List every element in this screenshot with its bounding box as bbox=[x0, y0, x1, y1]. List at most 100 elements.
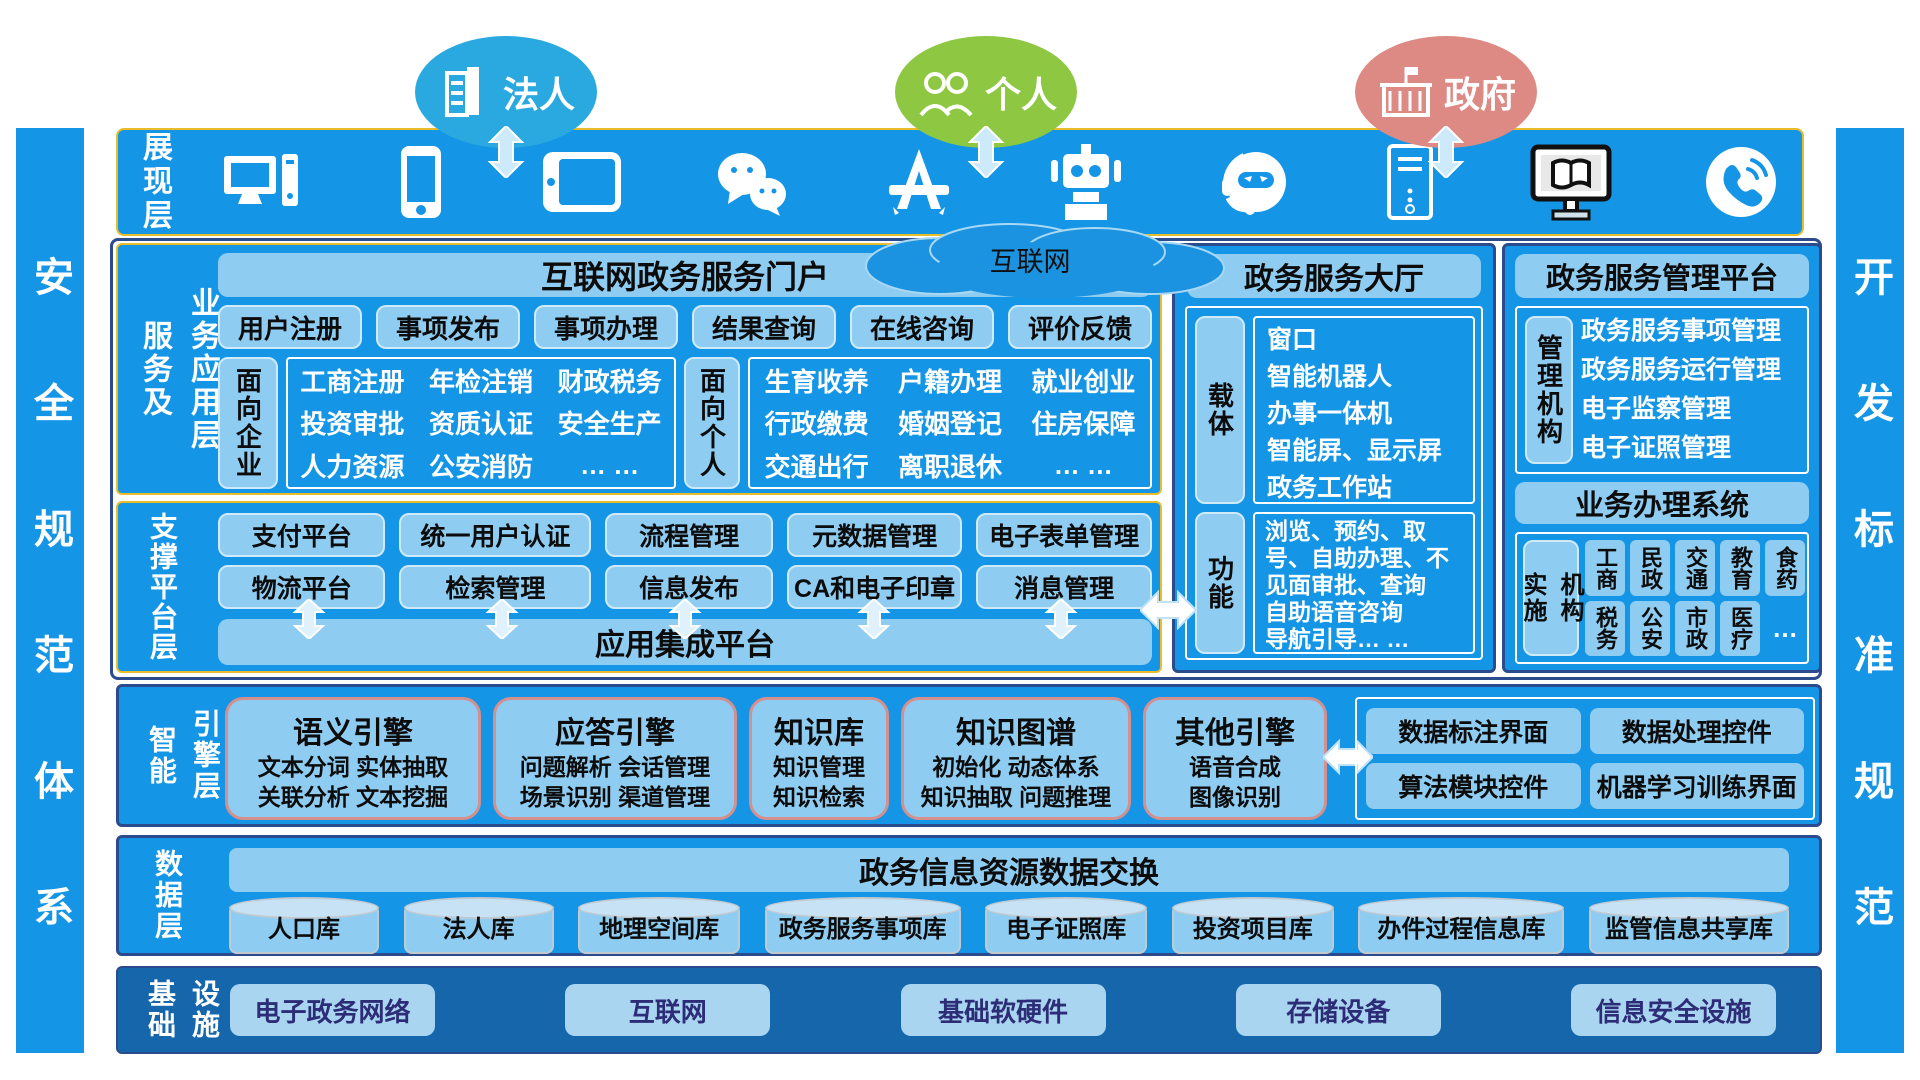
personal-tab-label: 面向个人 bbox=[696, 367, 727, 479]
support-eform-mgmt: 电子表单管理 bbox=[976, 513, 1152, 557]
personal-flow-arrow bbox=[967, 126, 1005, 178]
carrier-item: 窗口 bbox=[1267, 326, 1318, 354]
semantic-engine-items: 关联分析 文本挖掘 bbox=[257, 784, 449, 810]
data-layer: 数据层 政务信息资源数据交换 人口库 法人库 地理空间库 政务服务事项库 电子证… bbox=[116, 835, 1822, 956]
data-processing-tool: 数据处理控件 bbox=[1589, 708, 1804, 754]
management-org-tab-label: 管理机构 bbox=[1533, 334, 1564, 446]
desktop-computer-icon bbox=[224, 154, 298, 206]
integration-arrow bbox=[668, 599, 702, 639]
enterprise-service: 财政税务 bbox=[557, 366, 662, 397]
enterprise-tab: 面向企业 bbox=[218, 357, 278, 489]
security-standards-sidebar: 安全规范体系 bbox=[16, 128, 84, 1053]
implementation-tab-right: 机构 bbox=[1556, 572, 1583, 624]
infrastructure-label-left: 基础 bbox=[145, 979, 176, 1041]
answer-engine-card: 应答引擎 问题解析 会话管理 场景识别 渠道管理 bbox=[493, 697, 737, 820]
function-items-box: 浏览、预约、取号、自助办理、不见面审批、查询 自助语音咨询 导航引导… … bbox=[1253, 512, 1475, 654]
personal-services-box: 生育收养 户籍办理 就业创业 行政缴费 婚姻登记 住房保障 交通出行 离职退休 … bbox=[748, 357, 1152, 489]
personal-service: 就业创业 bbox=[1031, 366, 1136, 397]
management-item: 政务服务事项管理 bbox=[1581, 317, 1782, 345]
e-license-db: 电子证照库 bbox=[985, 897, 1148, 954]
implementation-tab-left: 实施 bbox=[1519, 572, 1546, 624]
service-hall-panel: 政务服务大厅 载体 窗口 智能机器人 办事一体机 智能屏、显示屏 政务工作站 功… bbox=[1172, 243, 1496, 673]
intelligent-engine-layer: 智能 引擎层 语义引擎 文本分词 实体抽取 关联分析 文本挖掘 应答引擎 问题解… bbox=[116, 684, 1822, 827]
legal-entity-db: 法人库 bbox=[403, 897, 554, 954]
impl-dept: 食药 bbox=[1765, 540, 1805, 596]
infrastructure-items: 电子政务网络 互联网 基础软硬件 存储设备 信息安全设施 bbox=[230, 984, 1776, 1036]
ebook-terminal-icon bbox=[1530, 144, 1612, 221]
phone-call-icon bbox=[1705, 147, 1776, 217]
personal-tab: 面向个人 bbox=[684, 357, 740, 489]
impl-dept: 医疗 bbox=[1720, 600, 1760, 656]
support-payment-platform: 支付平台 bbox=[218, 513, 386, 557]
legal-entity-label: 法人 bbox=[502, 74, 575, 115]
implementation-tab: 实施 机构 bbox=[1519, 540, 1583, 656]
citizens-group-icon bbox=[919, 72, 973, 117]
support-process-mgmt: 流程管理 bbox=[605, 513, 773, 557]
business-layer-label-right: 业务应用层 bbox=[186, 286, 219, 452]
engine-layer-label: 智能 引擎层 bbox=[141, 687, 225, 824]
robot-icon bbox=[1050, 144, 1121, 220]
support-unified-auth: 统一用户认证 bbox=[399, 513, 592, 557]
knowledge-graph-title: 知识图谱 bbox=[956, 717, 1076, 750]
semantic-engine-title: 语义引擎 bbox=[293, 717, 413, 750]
algorithm-module-tool: 算法模块控件 bbox=[1366, 763, 1581, 809]
wechat-icon bbox=[717, 153, 786, 216]
egov-network: 电子政务网络 bbox=[230, 984, 435, 1036]
enterprise-service: 投资审批 bbox=[300, 409, 405, 440]
answer-engine-title: 应答引擎 bbox=[555, 717, 675, 750]
presentation-channel-icons bbox=[222, 130, 1778, 234]
enterprise-tab-label: 面向企业 bbox=[232, 367, 263, 479]
enterprise-service: 公安消防 bbox=[428, 452, 533, 483]
personal-service: … … bbox=[1053, 450, 1113, 481]
basic-hw-sw: 基础软硬件 bbox=[900, 984, 1106, 1036]
geospatial-db: 地理空间库 bbox=[578, 897, 741, 954]
support-info-publish: 信息发布 bbox=[605, 565, 773, 609]
enterprise-service: 安全生产 bbox=[557, 409, 662, 440]
personal-service: 离职退休 bbox=[897, 452, 1002, 483]
info-security-facilities: 信息安全设施 bbox=[1571, 984, 1776, 1036]
answer-engine-items: 场景识别 渠道管理 bbox=[519, 784, 711, 810]
data-annotation-tool: 数据标注界面 bbox=[1366, 708, 1581, 754]
integration-arrow bbox=[485, 599, 519, 639]
portal-button-online-consult: 在线咨询 bbox=[850, 305, 994, 349]
impl-dept: 市政 bbox=[1675, 600, 1715, 656]
data-layer-label: 数据层 bbox=[152, 849, 183, 942]
internet-infra: 互联网 bbox=[565, 984, 771, 1036]
service-hall-body: 载体 窗口 智能机器人 办事一体机 智能屏、显示屏 政务工作站 功能 浏览、预约… bbox=[1185, 306, 1483, 660]
management-item: 电子监察管理 bbox=[1581, 395, 1732, 423]
impl-dept: 教育 bbox=[1720, 540, 1760, 596]
government-flow-arrow bbox=[1427, 126, 1465, 178]
investment-project-db: 投资项目库 bbox=[1171, 897, 1334, 954]
development-standards-label: 开发标准规范 bbox=[1848, 255, 1892, 1012]
knowledge-graph-card: 知识图谱 初始化 动态体系 知识抽取 问题推理 bbox=[901, 697, 1131, 820]
function-item: 导航引导… … bbox=[1265, 626, 1410, 652]
engine-tools-link-arrow bbox=[1323, 738, 1373, 776]
management-item: 电子证照管理 bbox=[1581, 434, 1732, 462]
function-item: 自助语音咨询 bbox=[1265, 599, 1403, 625]
engine-layer-label-right: 引擎层 bbox=[190, 709, 221, 802]
data-exchange-bar: 政务信息资源数据交换 bbox=[229, 848, 1789, 892]
support-layer-label-wrap: 支撑平台层 bbox=[142, 503, 182, 671]
personal-service: 行政缴费 bbox=[764, 409, 869, 440]
management-org-tab: 管理机构 bbox=[1525, 316, 1573, 464]
other-engine-items: 图像识别 bbox=[1189, 784, 1281, 810]
impl-dept: 公安 bbox=[1630, 600, 1670, 656]
integration-arrow bbox=[292, 599, 326, 639]
integration-arrow bbox=[857, 599, 891, 639]
carrier-item: 政务工作站 bbox=[1267, 474, 1393, 502]
support-search-mgmt: 检索管理 bbox=[399, 565, 592, 609]
data-layer-label-wrap: 数据层 bbox=[147, 838, 187, 953]
function-tab: 功能 bbox=[1195, 512, 1245, 654]
enterprise-service: 年检注销 bbox=[428, 366, 533, 397]
management-item: 政务服务运行管理 bbox=[1581, 356, 1782, 384]
internet-cloud-label: 互联网 bbox=[989, 247, 1071, 277]
other-engine-card: 其他引擎 语音合成 图像识别 bbox=[1143, 697, 1327, 820]
personal-service: 婚姻登记 bbox=[897, 409, 1002, 440]
infrastructure-layer: 基础 设施 电子政务网络 互联网 基础软硬件 存储设备 信息安全设施 bbox=[116, 966, 1822, 1054]
impl-dept: 税务 bbox=[1585, 600, 1625, 656]
implementation-grid: 工商 民政 交通 教育 食药 税务 公安 市政 医疗 … bbox=[1585, 540, 1805, 656]
impl-dept: 民政 bbox=[1630, 540, 1670, 596]
storage-devices: 存储设备 bbox=[1235, 984, 1441, 1036]
population-db: 人口库 bbox=[229, 897, 379, 954]
